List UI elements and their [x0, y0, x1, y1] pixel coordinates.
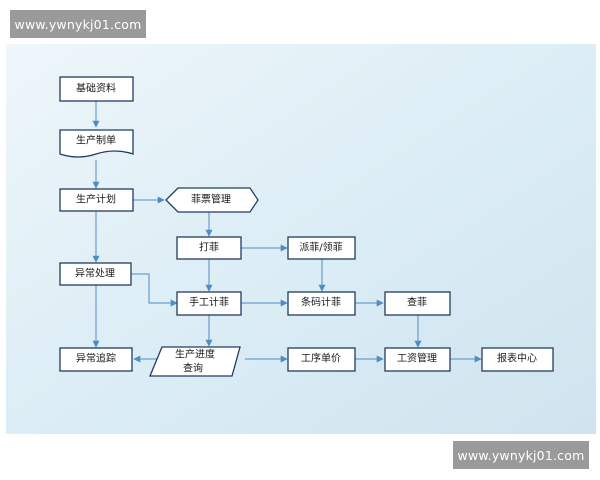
label-production-plan: 生产计划	[76, 193, 116, 206]
label-exception-tracking: 异常追踪	[76, 352, 116, 365]
node-ticket-management	[165, 187, 259, 213]
watermark-top: www.ywnykj01.com	[10, 10, 146, 38]
label-check-ticket: 查菲	[407, 296, 427, 309]
arrow-exception-to-manual	[131, 273, 178, 307]
node-production-progress-query	[149, 346, 241, 377]
node-production-order	[59, 129, 134, 158]
node-print-ticket	[176, 236, 242, 260]
watermark-bottom: www.ywnykj01.com	[453, 441, 589, 469]
node-check-ticket	[384, 291, 451, 316]
label-basic-data: 基础资料	[76, 82, 116, 95]
label-exception-handling: 异常处理	[75, 267, 115, 280]
node-manual-piece-count	[176, 291, 242, 316]
node-dispatch-receive-ticket	[287, 236, 356, 260]
label-barcode-piece-count: 条码计菲	[301, 296, 341, 309]
label-manual-piece-count: 手工计菲	[189, 296, 229, 309]
node-process-unit-price	[287, 347, 356, 372]
label-process-unit-price: 工序单价	[301, 352, 341, 365]
node-wage-management	[384, 347, 451, 372]
node-barcode-piece-count	[287, 291, 356, 316]
connectors	[92, 101, 482, 363]
label-print-ticket: 打菲	[199, 241, 219, 254]
node-report-center	[481, 347, 554, 372]
label-wage-management: 工资管理	[397, 352, 437, 365]
label-progress-query-line2: 查询	[183, 362, 203, 375]
node-basic-data	[59, 76, 134, 102]
node-production-plan	[59, 188, 134, 212]
label-production-order: 生产制单	[76, 134, 116, 147]
label-report-center: 报表中心	[497, 352, 537, 365]
label-dispatch-receive-ticket: 派菲/领菲	[299, 241, 342, 254]
label-progress-query-line1: 生产进度	[175, 348, 215, 361]
node-exception-handling	[59, 262, 132, 286]
node-exception-tracking	[59, 347, 133, 372]
label-ticket-management: 菲票管理	[191, 193, 231, 206]
